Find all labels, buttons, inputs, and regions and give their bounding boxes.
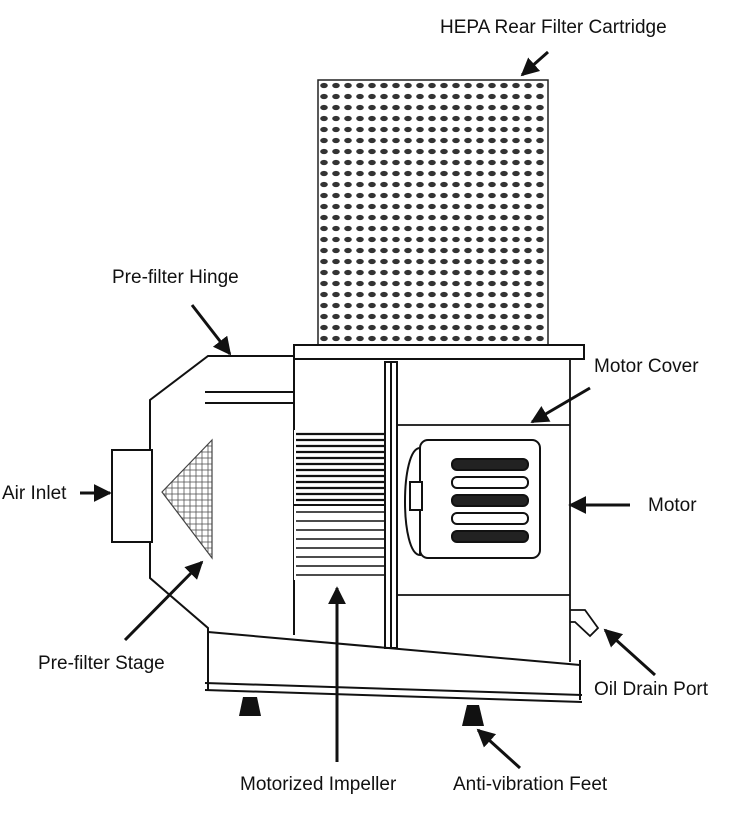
- top-plate: [293, 344, 585, 360]
- label-prefilter-stage: Pre-filter Stage: [38, 653, 165, 674]
- motor-vent-slot: [451, 494, 529, 507]
- impeller: [294, 430, 386, 580]
- base-frame: [204, 631, 583, 703]
- arrow-hepa: [520, 50, 549, 77]
- arrow-motor-cover: [530, 386, 591, 424]
- motor-vent-slot: [451, 476, 529, 489]
- drive-shaft: [384, 361, 398, 649]
- motor-vent-slot: [451, 458, 529, 471]
- arrow-oil-drain: [603, 628, 657, 677]
- oil-drain-port: [570, 609, 600, 638]
- anti-vibration-feet: [239, 697, 484, 726]
- motor-vent-slot: [451, 512, 529, 525]
- prefilter-cone: [161, 438, 213, 560]
- label-motor: Motor: [648, 495, 697, 516]
- arrow-feet: [476, 728, 522, 770]
- callout-arrows: [80, 50, 657, 770]
- label-motorized-impeller: Motorized Impeller: [240, 774, 397, 795]
- label-hepa-filter: HEPA Rear Filter Cartridge: [440, 17, 667, 38]
- motor-vent-slot: [451, 530, 529, 543]
- motor-body: [404, 439, 541, 559]
- arrow-prefilter-stage: [123, 560, 204, 642]
- prefilter-housing: [149, 355, 295, 690]
- label-anti-vibration-feet: Anti-vibration Feet: [453, 774, 608, 795]
- label-motor-cover: Motor Cover: [594, 356, 699, 377]
- label-air-inlet: Air Inlet: [2, 483, 67, 504]
- arrow-hinge: [190, 304, 232, 356]
- label-prefilter-hinge: Pre-filter Hinge: [112, 267, 239, 288]
- hepa-filter-cartridge: [317, 79, 549, 346]
- label-oil-drain-port: Oil Drain Port: [594, 679, 709, 700]
- air-inlet-box: [111, 449, 153, 543]
